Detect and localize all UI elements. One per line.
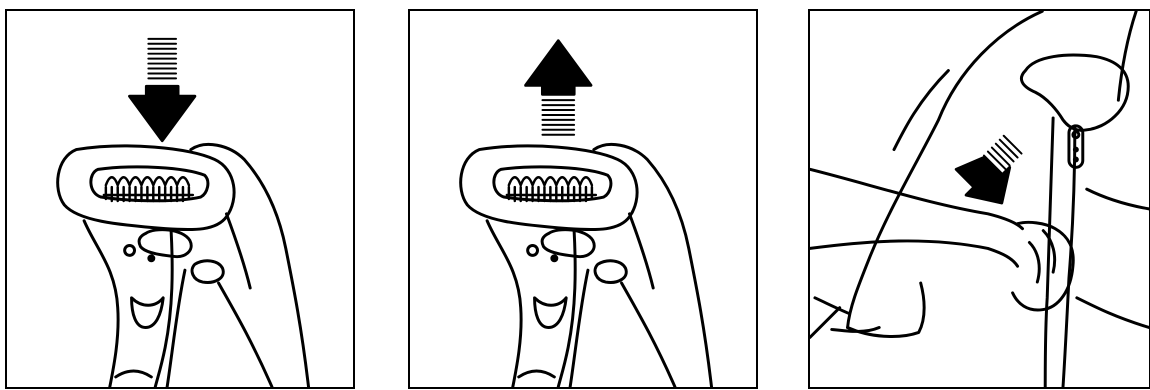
motion-lines-icon <box>148 39 176 79</box>
step-1-panel <box>5 9 355 389</box>
epilator-leg-glide-illustration <box>810 11 1149 387</box>
step-3-panel <box>808 9 1150 389</box>
epilator-lift-up-illustration <box>410 11 756 387</box>
arrow-up-icon <box>526 41 591 94</box>
arrow-down-icon <box>130 86 195 140</box>
epilator-press-down-illustration <box>7 11 353 387</box>
motion-lines-icon <box>542 100 574 135</box>
step-2-panel <box>408 9 758 389</box>
